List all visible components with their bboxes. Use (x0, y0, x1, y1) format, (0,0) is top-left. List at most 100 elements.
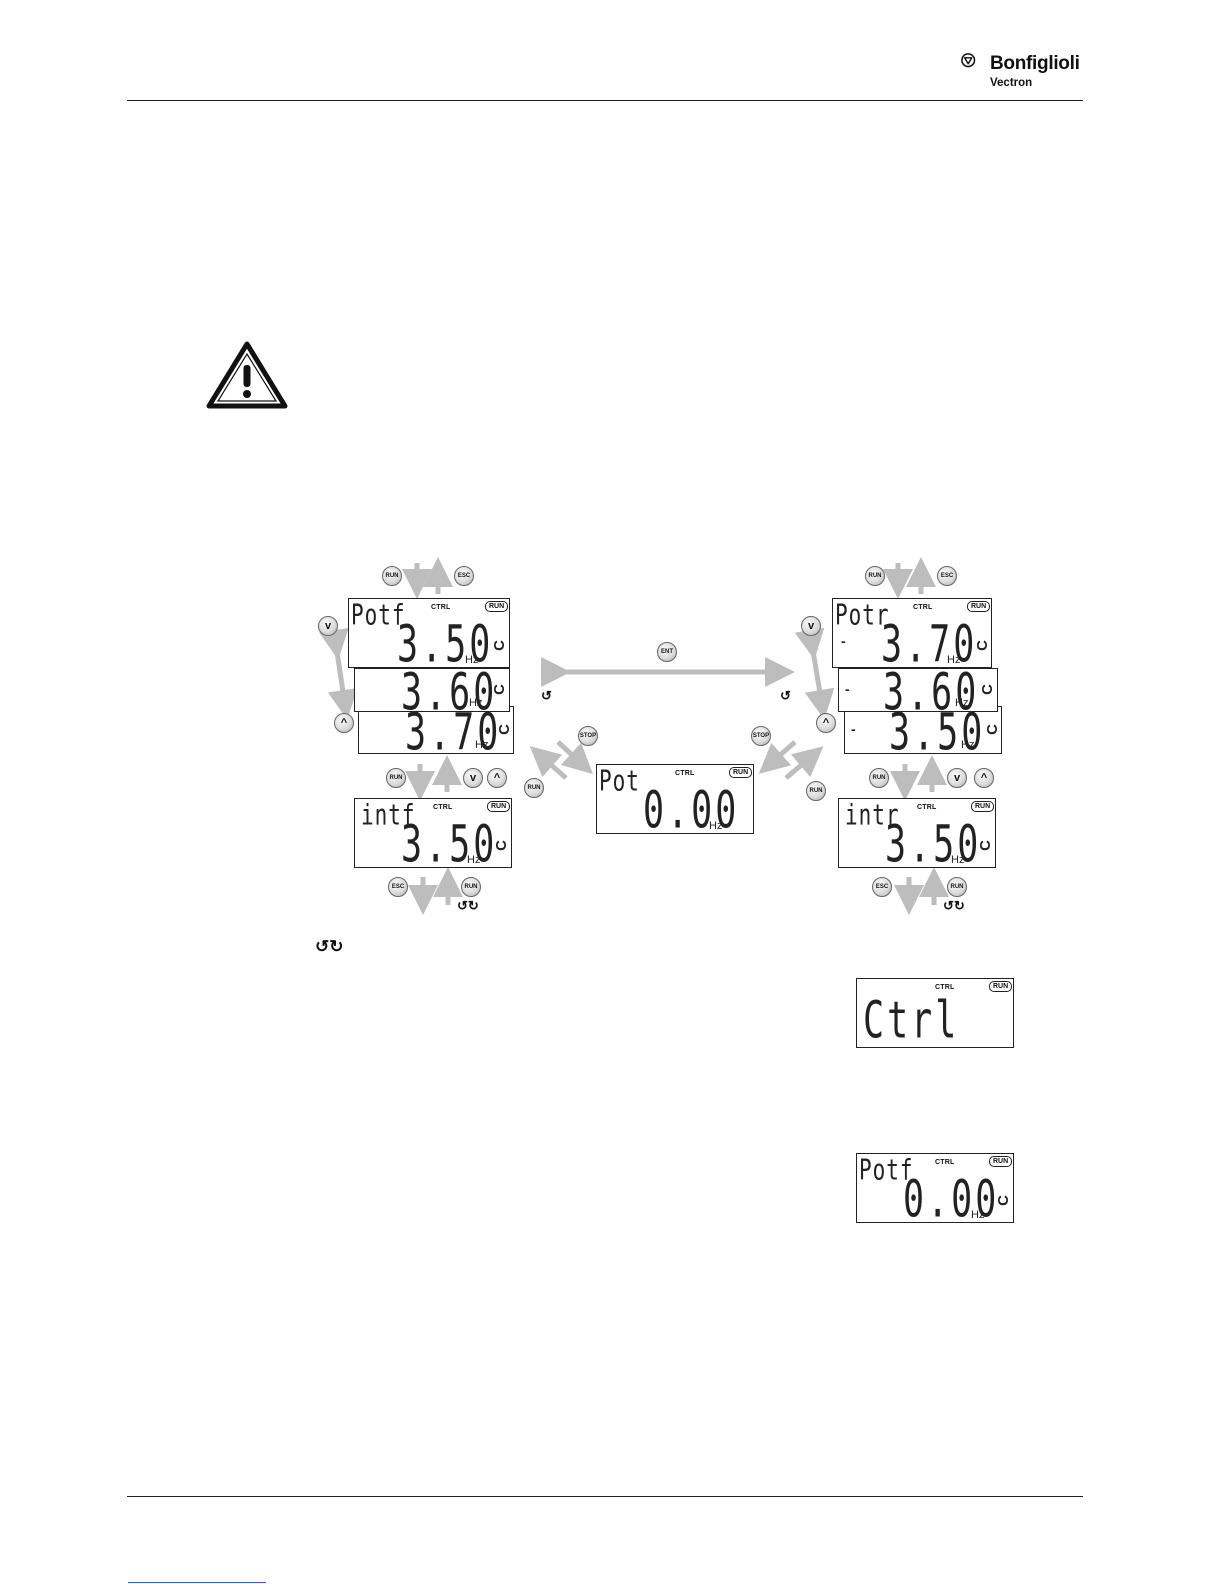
run-key[interactable]: RUN (947, 877, 967, 897)
lcd-ctrl: CTRL (935, 984, 955, 991)
lcd-code: Potf (351, 599, 406, 632)
rotation-icon: C (983, 724, 1001, 735)
stop-key[interactable]: STOP (751, 726, 771, 746)
lcd-right-2: - 3.60 Hz C (838, 668, 998, 719)
lcd-value: 0.00 (903, 1171, 1000, 1230)
lcd-run-badge: RUN (971, 801, 995, 812)
lcd-potf-example: Potf CTRL RUN 0.00 Hz C (856, 1153, 1014, 1226)
lcd-value: 3.60 (401, 664, 498, 723)
footer-link-underline[interactable] (128, 1582, 266, 1583)
lcd-ctrl: CTRL (917, 804, 937, 811)
down-key[interactable]: v (463, 768, 483, 788)
lcd-unit: Hz (955, 697, 969, 709)
lcd-value: 3.50 (401, 816, 498, 875)
lcd-ctrl: CTRL (431, 604, 451, 611)
lcd-unit: Hz (465, 654, 479, 666)
lcd-value: 3.70 (881, 616, 978, 675)
lcd-ctrl: CTRL (675, 770, 695, 777)
lcd-run-badge: RUN (989, 1156, 1013, 1167)
lcd-value: 3.50 (397, 616, 494, 675)
lcd-run-badge: RUN (487, 801, 511, 812)
rotation-right-icon: ↺ (780, 688, 791, 703)
up-key[interactable]: ^ (816, 713, 836, 733)
lcd-value: 3.60 (883, 664, 980, 723)
lcd-unit: Hz (951, 854, 965, 866)
lcd-left-3: 3.70 Hz C (358, 706, 514, 759)
rotation-icon: C (492, 840, 510, 851)
up-key[interactable]: ^ (487, 768, 507, 788)
stop-key[interactable]: STOP (578, 726, 598, 746)
lcd-minus: - (851, 721, 856, 737)
lcd-center: Pot CTRL RUN 0.00 Hz (596, 764, 754, 837)
run-key[interactable]: RUN (386, 768, 406, 788)
esc-key[interactable]: ESC (454, 566, 474, 586)
rotation-icon: C (978, 684, 996, 695)
lcd-code: Potf (859, 1154, 914, 1187)
brand-name: Bonfiglioli (990, 53, 1080, 74)
lcd-value: 3.70 (405, 704, 502, 763)
ent-key[interactable]: ENT (657, 642, 677, 662)
lcd-unit: Hz (971, 1209, 985, 1221)
lcd-left-1: Potf CTRL RUN 3.50 Hz C (348, 598, 510, 671)
lcd-value: 3.50 (885, 816, 982, 875)
bonfiglioli-logo-icon (961, 53, 976, 68)
lcd-left-2: 3.60 Hz C (354, 668, 510, 719)
rotation-pair-icon: ↺↻ (315, 937, 344, 956)
rotation-pair-icon: ↺↻ (943, 898, 965, 913)
rotation-icon: C (973, 640, 991, 651)
lcd-ctrl: CTRL (433, 804, 453, 811)
warning-icon (206, 341, 288, 409)
lcd-run-badge: RUN (989, 981, 1013, 992)
lcd-run-badge: RUN (729, 767, 753, 778)
run-key[interactable]: RUN (524, 778, 544, 798)
down-key[interactable]: v (801, 616, 821, 636)
run-key[interactable]: RUN (461, 877, 481, 897)
lcd-unit: Hz (961, 739, 975, 751)
esc-key[interactable]: ESC (388, 877, 408, 897)
down-key[interactable]: v (947, 768, 967, 788)
lcd-ctrl: CTRL (935, 1159, 955, 1166)
header-rule (127, 100, 1083, 101)
lcd-unit: Hz (467, 854, 481, 866)
run-key[interactable]: RUN (865, 566, 885, 586)
rotation-pair-icon: ↺↻ (457, 898, 479, 913)
brand-subtitle: Vectron (990, 77, 1033, 89)
lcd-right-3: - 3.50 Hz C (844, 706, 1002, 759)
lcd-run-badge: RUN (967, 601, 991, 612)
run-key[interactable]: RUN (382, 566, 402, 586)
rotation-icon: C (495, 724, 513, 735)
lcd-minus: - (841, 633, 846, 649)
down-key[interactable]: v (318, 616, 338, 636)
run-key[interactable]: RUN (806, 781, 826, 801)
lcd-right-1: Potr CTRL RUN - 3.70 Hz C (832, 598, 992, 671)
rotation-icon: C (490, 684, 508, 695)
rotation-left-icon: ↺ (541, 688, 552, 703)
lcd-code: Potr (835, 599, 890, 632)
lcd-minus: - (845, 681, 850, 697)
up-key[interactable]: ^ (974, 768, 994, 788)
lcd-value: 3.50 (889, 704, 986, 763)
lcd-right-int: intr CTRL RUN 3.50 Hz C (838, 798, 996, 871)
esc-key[interactable]: ESC (937, 566, 957, 586)
lcd-ctrl-example: CTRL RUN Ctrl (856, 978, 1014, 1048)
lcd-ctrl: CTRL (913, 604, 933, 611)
lcd-left-int: intf CTRL RUN 3.50 Hz C (354, 798, 512, 871)
lcd-unit: Hz (709, 820, 723, 832)
rotation-icon: C (994, 1195, 1012, 1206)
lcd-run-badge: RUN (485, 601, 509, 612)
rotation-icon: C (490, 640, 508, 651)
lcd-code: Ctrl (863, 992, 960, 1051)
lcd-unit: Hz (469, 697, 483, 709)
lcd-unit: Hz (947, 654, 961, 666)
lcd-code: Pot (599, 765, 640, 798)
up-key[interactable]: ^ (334, 713, 354, 733)
lcd-value: 0.00 (643, 782, 740, 841)
lcd-unit: Hz (475, 739, 489, 751)
run-key[interactable]: RUN (869, 768, 889, 788)
lcd-code: intr (845, 799, 900, 832)
esc-key[interactable]: ESC (872, 877, 892, 897)
footer-rule (127, 1496, 1083, 1497)
rotation-icon: C (976, 840, 994, 851)
lcd-code: intf (361, 799, 416, 832)
